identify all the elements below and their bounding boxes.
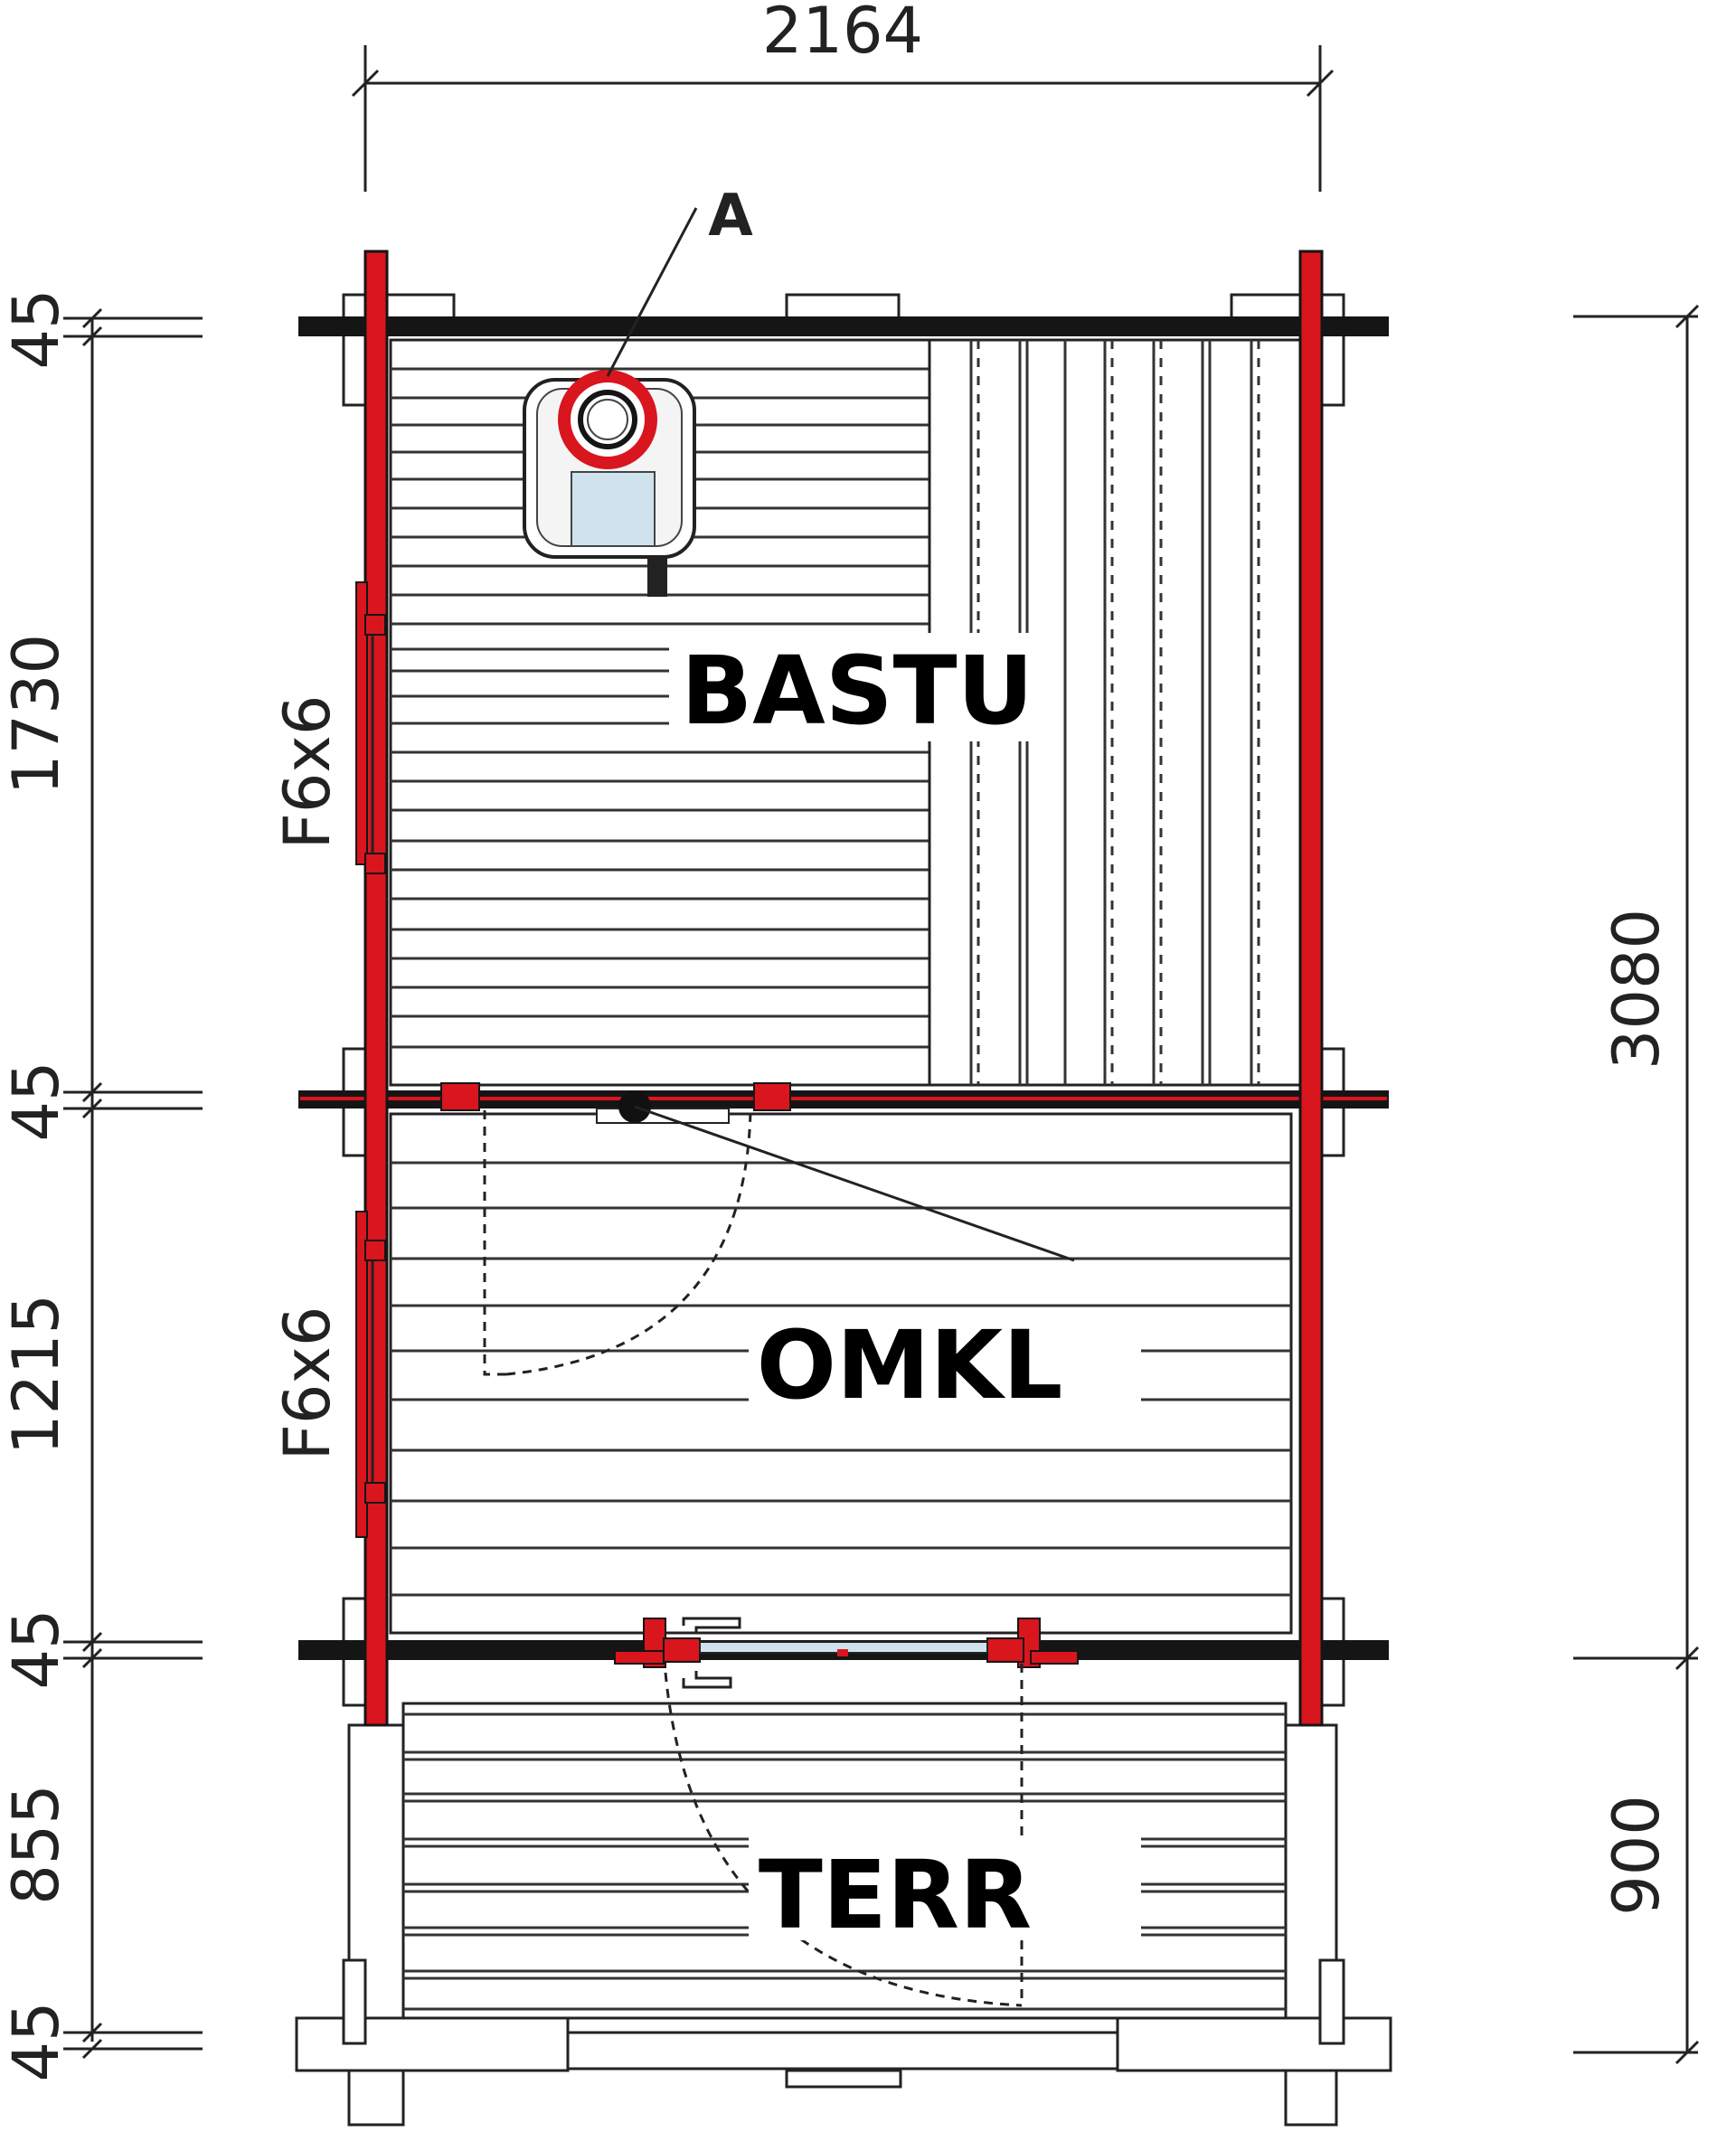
dim-left-6: 855 [0, 1784, 73, 1905]
window-label-sauna: F6x6 [270, 695, 344, 850]
horizontal-walls [298, 316, 1389, 1660]
window-sauna [355, 581, 386, 874]
dim-right-terrace: 900 [1599, 1795, 1674, 1916]
sauna-door [440, 1082, 1075, 1376]
dim-top-width: 2164 [762, 0, 923, 68]
wall-top [298, 316, 1389, 336]
right-dimensions: 3080 900 [1573, 304, 1700, 2065]
dim-left-4: 1215 [0, 1294, 73, 1455]
window-dressing [355, 1211, 386, 1538]
vertical-walls [363, 250, 1324, 1727]
dim-left-7: 45 [0, 2001, 73, 2081]
marker-a: A [708, 183, 753, 250]
wall-right [1298, 250, 1324, 1727]
dim-left-1: 45 [0, 288, 73, 369]
sauna-heater [523, 207, 698, 597]
room-label-omkl: OMKL [757, 1310, 1063, 1420]
window-label-dressing: F6x6 [270, 1307, 344, 1461]
room-label-terr: TERR [759, 1840, 1032, 1950]
left-dimensions: 45 1730 45 1215 45 855 45 [0, 288, 203, 2082]
dim-left-5: 45 [0, 1608, 73, 1689]
dim-left-3: 45 [0, 1061, 73, 1141]
top-dimension: 2164 [351, 0, 1335, 192]
wall-left [363, 250, 389, 1727]
room-label-bastu: BASTU [681, 636, 1033, 746]
dim-right-total: 3080 [1599, 909, 1674, 1070]
dim-left-2: 1730 [0, 634, 73, 795]
